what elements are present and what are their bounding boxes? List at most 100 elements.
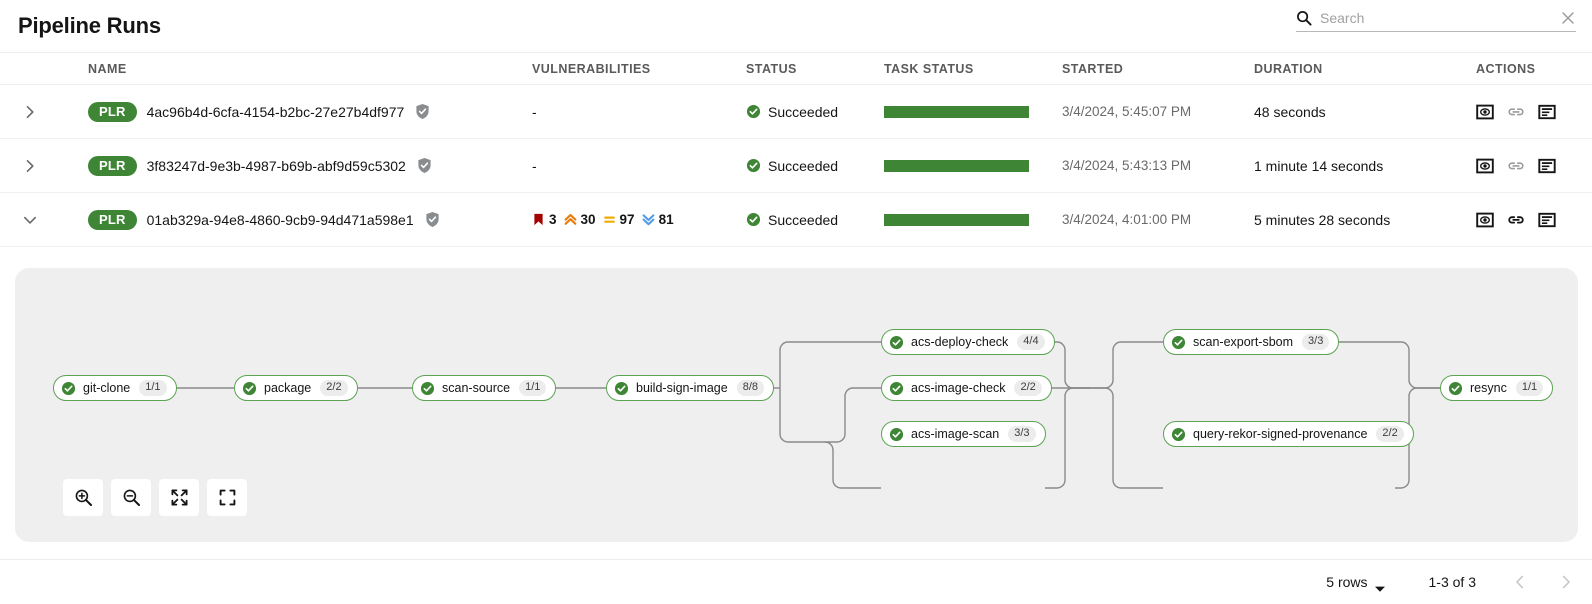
graph-controls — [63, 479, 247, 516]
task-progress-track — [884, 105, 1029, 118]
graph-node-count: 1/1 — [139, 380, 167, 396]
run-name-link[interactable]: 01ab329a-94e8-4860-9cb9-94d471a598e1 — [146, 211, 414, 228]
graph-node-label: resync — [1470, 381, 1507, 395]
graph-node-count: 2/2 — [1014, 380, 1042, 396]
graph-node-count: 3/3 — [1302, 334, 1330, 350]
task-status-cell — [884, 159, 1062, 172]
table-row[interactable]: PLR 01ab329a-94e8-4860-9cb9-94d471a598e1 — [0, 193, 1592, 247]
row-expand-toggle[interactable] — [0, 158, 88, 174]
expand-icon — [218, 488, 237, 507]
check-circle-icon — [61, 381, 76, 396]
check-circle-icon — [1448, 381, 1463, 396]
row-expand-toggle[interactable] — [0, 104, 88, 120]
check-circle-icon — [746, 104, 761, 119]
graph-node-label: scan-export-sbom — [1193, 335, 1294, 349]
vulnerabilities-cell: - — [532, 158, 746, 174]
table-row[interactable]: PLR 4ac96b4d-6cfa-4154-b2bc-27e27b4df977… — [0, 85, 1592, 139]
graph-node-git-clone[interactable]: git-clone 1/1 — [53, 375, 177, 401]
table-footer: 5 rows 1-3 of 3 — [0, 560, 1592, 604]
zoom-in-icon — [74, 488, 93, 507]
expand-button[interactable] — [207, 479, 247, 516]
vulnerability-high: 30 — [564, 212, 596, 227]
started-cell: 3/4/2024, 5:43:13 PM — [1062, 158, 1192, 173]
vulnerability-critical: 3 — [532, 212, 557, 227]
check-circle-icon — [614, 381, 629, 396]
fit-to-screen-icon — [170, 488, 189, 507]
row-expand-toggle[interactable] — [0, 212, 88, 228]
graph-node-build-sign-image[interactable]: build-sign-image 8/8 — [606, 375, 775, 401]
fit-to-screen-button[interactable] — [159, 479, 199, 516]
graph-node-package[interactable]: package 2/2 — [234, 375, 358, 401]
close-icon[interactable] — [1560, 10, 1576, 26]
graph-node-acs-deploy-check[interactable]: acs-deploy-check 4/4 — [881, 329, 1055, 355]
started-cell: 3/4/2024, 5:45:07 PM — [1062, 104, 1192, 119]
column-header-vulnerabilities: VULNERABILITIES — [532, 61, 651, 76]
logs-icon[interactable] — [1538, 103, 1556, 121]
table-row[interactable]: PLR 3f83247d-9e3b-4987-b69b-abf9d59c5302… — [0, 139, 1592, 193]
status-cell: Succeeded — [746, 104, 884, 120]
duration-cell: 48 seconds — [1254, 103, 1326, 120]
footer-divider — [0, 559, 1592, 560]
run-name-cell[interactable]: PLR 3f83247d-9e3b-4987-b69b-abf9d59c5302 — [88, 155, 532, 176]
kind-badge: PLR — [88, 101, 137, 122]
check-circle-icon — [1171, 335, 1186, 350]
vulnerabilities-cell: - — [532, 104, 746, 120]
view-output-icon[interactable] — [1476, 211, 1494, 229]
duration-cell: 5 minutes 28 seconds — [1254, 211, 1391, 228]
zoom-out-icon — [122, 488, 141, 507]
column-header-name: NAME — [88, 61, 127, 76]
shield-check-icon — [416, 157, 433, 174]
graph-node-acs-image-scan[interactable]: acs-image-scan 3/3 — [881, 421, 1046, 447]
chevron-down-icon — [1374, 579, 1385, 592]
task-progress-fill — [884, 105, 1029, 118]
chevron-left-icon[interactable] — [1514, 575, 1526, 589]
status-label: Succeeded — [768, 157, 839, 174]
graph-node-scan-source[interactable]: scan-source 1/1 — [412, 375, 557, 401]
column-header-status: STATUS — [746, 61, 797, 76]
check-circle-icon — [746, 158, 761, 173]
vulnerability-low-count: 81 — [658, 212, 674, 227]
check-circle-icon — [889, 427, 904, 442]
link-icon[interactable] — [1507, 211, 1525, 229]
graph-node-acs-image-check[interactable]: acs-image-check 2/2 — [881, 375, 1052, 401]
pipeline-runs-table: NAME VULNERABILITIES STATUS TASK STATUS … — [0, 52, 1592, 247]
status-label: Succeeded — [768, 211, 839, 228]
graph-node-query-rekor-signed-provenance[interactable]: query-rekor-signed-provenance 2/2 — [1163, 421, 1414, 447]
graph-node-label: query-rekor-signed-provenance — [1193, 427, 1368, 441]
severity-critical-icon — [532, 213, 545, 226]
search-box[interactable] — [1296, 10, 1576, 32]
graph-node-resync[interactable]: resync 1/1 — [1440, 375, 1554, 401]
link-icon[interactable] — [1507, 157, 1525, 175]
graph-node-label: acs-deploy-check — [911, 335, 1009, 349]
vulnerabilities-empty: - — [532, 103, 537, 120]
graph-node-scan-export-sbom[interactable]: scan-export-sbom 3/3 — [1163, 329, 1340, 355]
task-status-cell — [884, 105, 1062, 118]
view-output-icon[interactable] — [1476, 103, 1494, 121]
pipeline-graph-edges — [170, 341, 1440, 489]
check-circle-icon — [889, 335, 904, 350]
chevron-right-icon[interactable] — [1560, 575, 1572, 589]
zoom-out-button[interactable] — [111, 479, 151, 516]
shield-check-icon — [424, 211, 441, 228]
link-icon[interactable] — [1507, 103, 1525, 121]
logs-icon[interactable] — [1538, 211, 1556, 229]
zoom-in-button[interactable] — [63, 479, 103, 516]
logs-icon[interactable] — [1538, 157, 1556, 175]
rows-per-page-select[interactable]: 5 rows — [1326, 574, 1385, 592]
check-circle-icon — [420, 381, 435, 396]
run-name-cell[interactable]: PLR 4ac96b4d-6cfa-4154-b2bc-27e27b4df977 — [88, 101, 532, 122]
view-output-icon[interactable] — [1476, 157, 1494, 175]
run-name-cell[interactable]: PLR 01ab329a-94e8-4860-9cb9-94d471a598e1 — [88, 209, 532, 230]
task-progress-fill — [884, 213, 1029, 226]
search-input[interactable] — [1320, 10, 1552, 26]
actions-cell — [1476, 157, 1592, 175]
run-name-link[interactable]: 4ac96b4d-6cfa-4154-b2bc-27e27b4df977 — [146, 103, 405, 120]
check-circle-icon — [746, 212, 761, 227]
vulnerability-critical-count: 3 — [549, 212, 557, 227]
run-name-link[interactable]: 3f83247d-9e3b-4987-b69b-abf9d59c5302 — [146, 157, 406, 174]
shield-check-icon — [414, 103, 431, 120]
graph-node-label: acs-image-check — [911, 381, 1006, 395]
check-circle-icon — [889, 381, 904, 396]
vulnerabilities-cell: 3 30 — [532, 212, 746, 227]
page-title: Pipeline Runs — [18, 13, 161, 38]
